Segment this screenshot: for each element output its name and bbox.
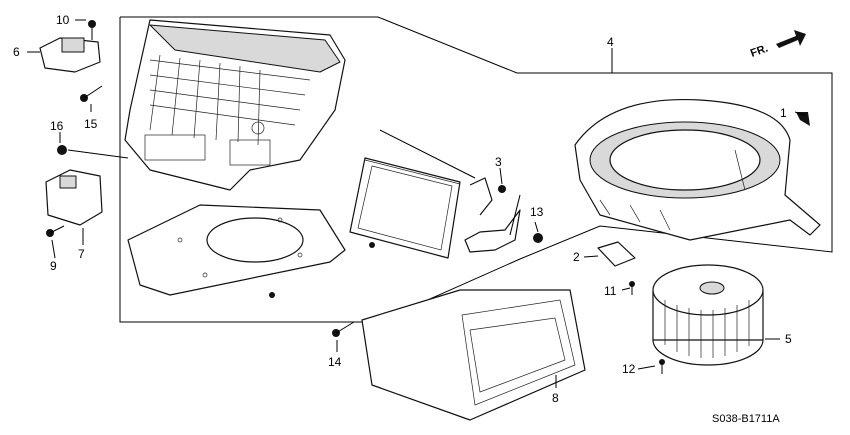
callout-16: 16: [50, 119, 64, 133]
callout-2: 2: [573, 250, 580, 264]
callout-15: 15: [84, 117, 98, 131]
linkage-rod: [379, 129, 521, 253]
callout-7: 7: [78, 247, 85, 261]
blower-housing-upper: [124, 19, 346, 191]
callout-10: 10: [56, 13, 70, 27]
callout-9: 9: [50, 259, 57, 273]
air-duct: [361, 289, 586, 421]
callout-8: 8: [552, 391, 559, 405]
front-direction-arrow: FR.: [749, 30, 806, 60]
blower-fan-housing: [574, 98, 821, 241]
callout-11: 11: [604, 284, 617, 298]
leader-lines: [27, 19, 806, 388]
callout-1: 1: [780, 106, 787, 120]
assembly-outline: [119, 16, 833, 323]
front-direction-label: FR.: [749, 42, 770, 59]
actuator-lower: [45, 169, 103, 226]
callout-12: 12: [622, 362, 636, 376]
callout-13: 13: [530, 205, 544, 219]
filter-frame: [349, 157, 461, 259]
fan-motor: [652, 264, 764, 366]
callout-14: 14: [328, 355, 342, 369]
lower-cover-plate: [127, 204, 346, 296]
screws: [46, 20, 810, 374]
callout-6: 6: [13, 45, 20, 59]
resistor-unit: [597, 241, 636, 267]
callout-4: 4: [607, 35, 614, 49]
callout-5: 5: [785, 332, 792, 346]
actuator-upper: [39, 37, 101, 73]
diagram-code: S038-B1711A: [712, 413, 780, 425]
callout-3: 3: [495, 155, 502, 169]
arrow-icon: [776, 30, 806, 48]
